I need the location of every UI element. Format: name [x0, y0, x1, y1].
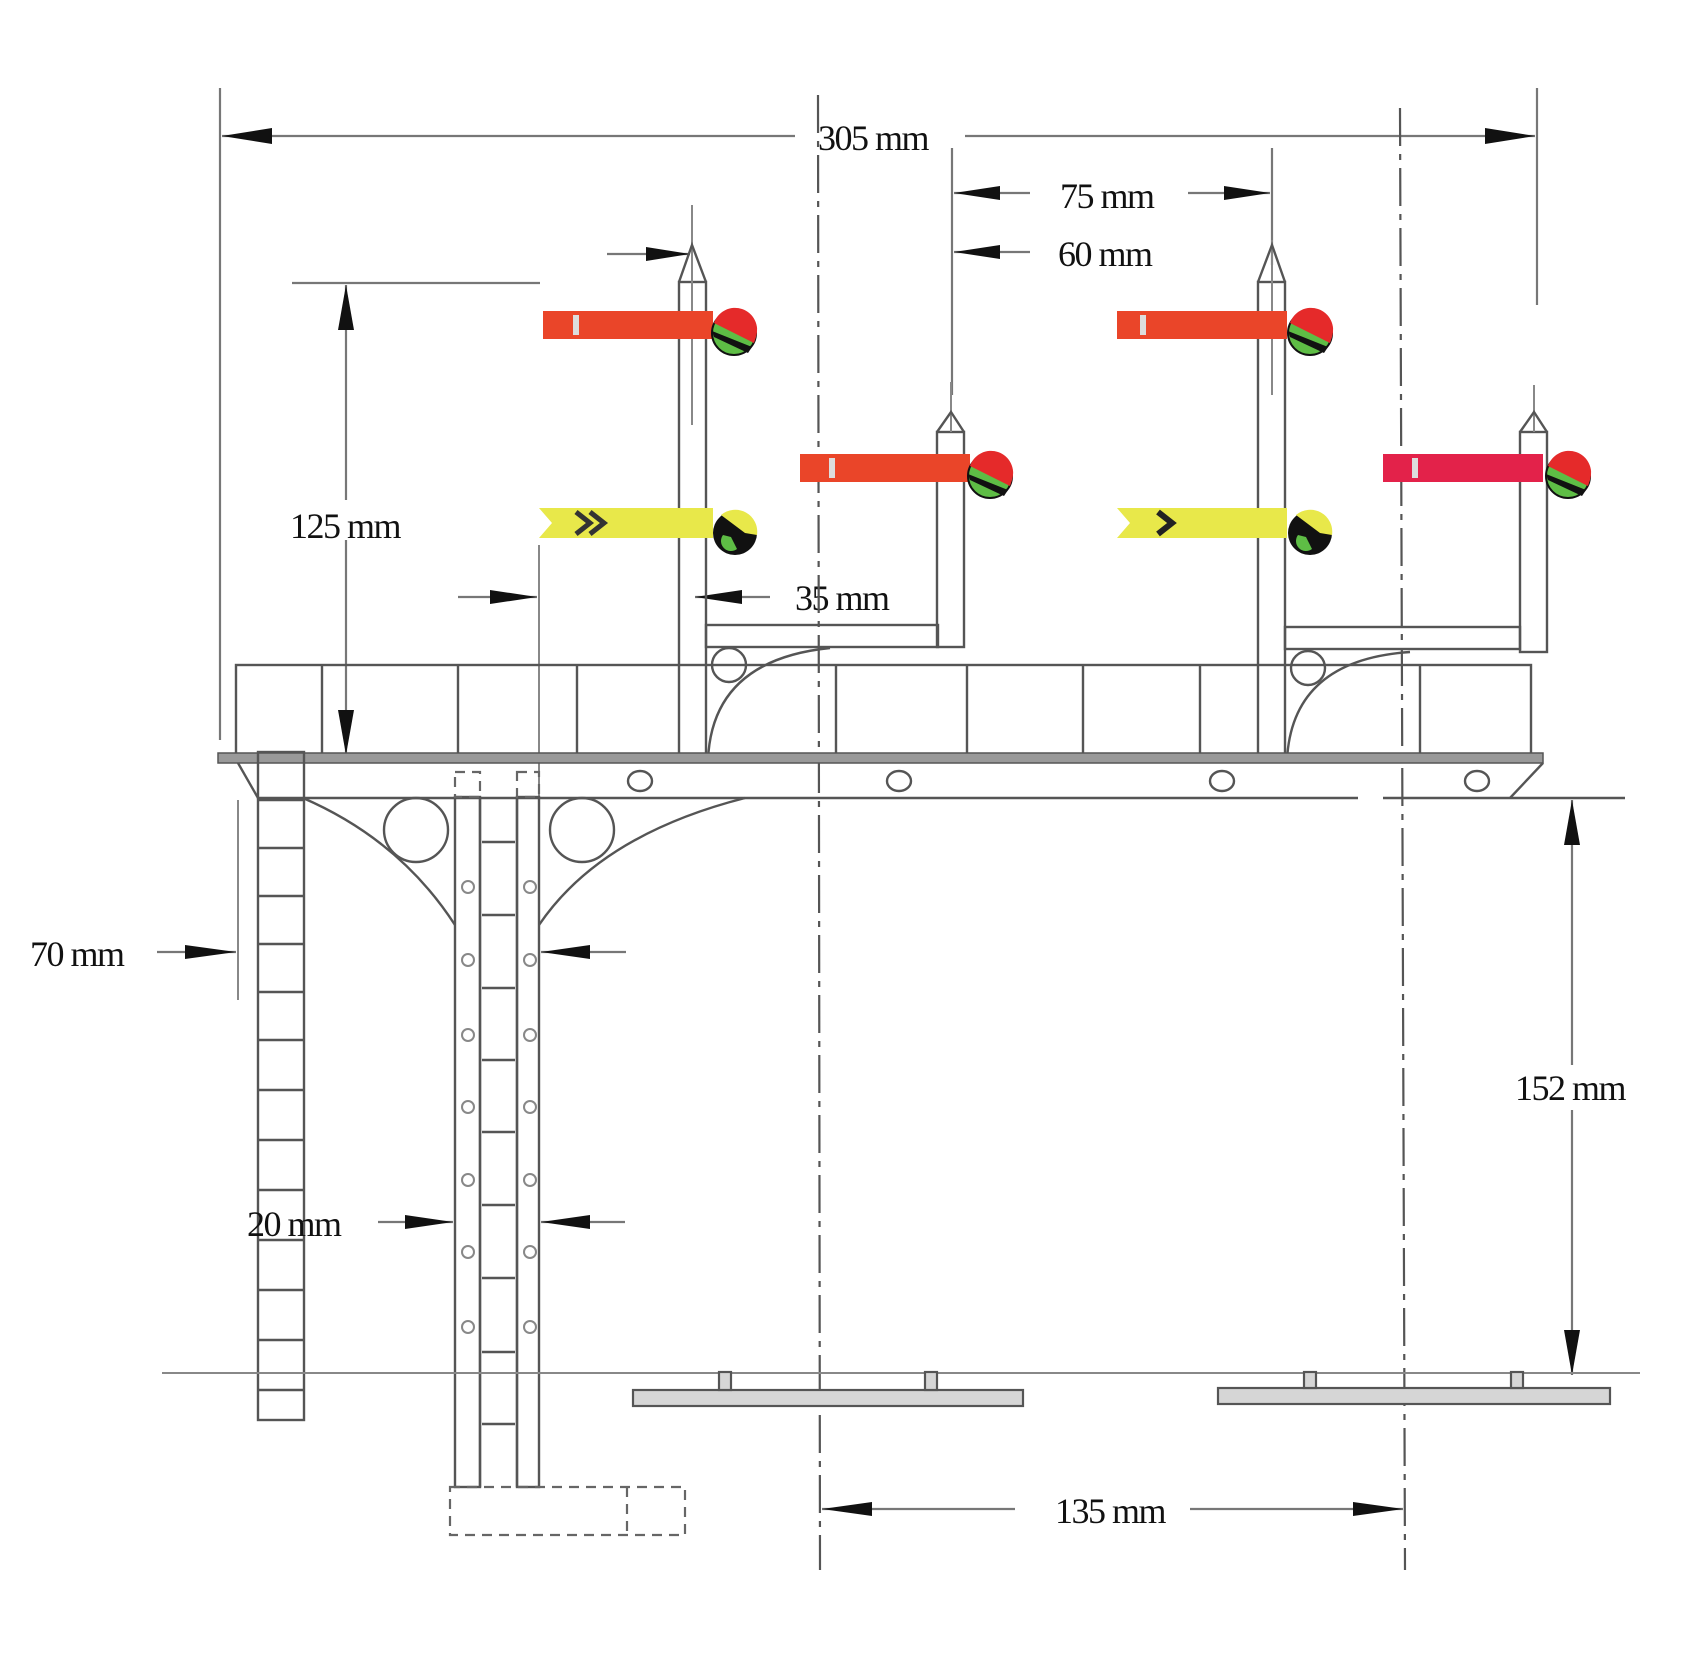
signal-arm-stop-right-upper — [1117, 306, 1335, 356]
track-left — [631, 1370, 1025, 1408]
dimension-track-spacing: 135 mm — [822, 1491, 1403, 1531]
dimension-arm-vertical-span: 125 mm — [290, 281, 540, 755]
dimension-arm-offset-35: 35 mm — [458, 545, 892, 1480]
support-column — [302, 770, 746, 1537]
gantry-walkway — [217, 663, 1625, 800]
label-arm-offset-60: 60 mm — [1058, 234, 1153, 274]
dimension-gantry-height: 152 mm — [1515, 800, 1628, 1375]
dimension-ladder-width: 70 mm — [30, 800, 626, 1000]
signal-arm-stop-right-lower — [1383, 449, 1593, 499]
label-gantry-height: 152 mm — [1515, 1068, 1627, 1108]
track-centreline-left — [816, 94, 822, 1571]
dimension-arm-offset-60: 60 mm — [607, 234, 1155, 274]
signal-post-left-short — [935, 382, 966, 649]
access-ladder — [256, 750, 306, 1422]
label-ladder-width: 70 mm — [30, 934, 125, 974]
label-track-spacing: 135 mm — [1055, 1491, 1167, 1531]
label-arm-offset-35: 35 mm — [795, 578, 890, 618]
signal-post-right-short — [1518, 385, 1549, 654]
label-post-width: 20 mm — [247, 1204, 342, 1244]
bracket-left — [704, 623, 940, 761]
dimension-overall-width: 305 mm — [218, 88, 1539, 740]
signal-arm-distant-right — [1117, 508, 1333, 555]
signal-arm-stop-left-lower — [800, 449, 1015, 499]
track-centreline-right — [1398, 107, 1407, 1571]
signal-arm-distant-left — [539, 508, 758, 555]
label-post-spacing: 75 mm — [1060, 176, 1155, 216]
signal-post-left-tall — [677, 205, 708, 764]
signal-arm-stop-left-upper — [543, 306, 759, 356]
dimension-post-width: 20 mm — [247, 1204, 625, 1244]
bracket-right — [1283, 625, 1522, 761]
label-overall-width: 305 mm — [818, 118, 930, 158]
label-arm-vertical-span: 125 mm — [290, 506, 402, 546]
track-right — [1216, 1370, 1612, 1406]
dimension-post-spacing: 75 mm — [950, 148, 1274, 395]
